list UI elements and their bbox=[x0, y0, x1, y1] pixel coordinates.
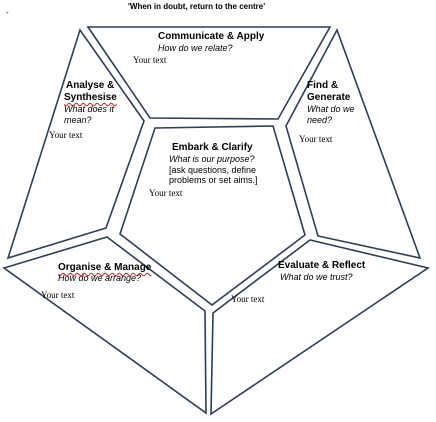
find-title-line2: Generate bbox=[307, 92, 351, 103]
analyse-segment bbox=[6, 28, 145, 260]
communicate-segment bbox=[86, 26, 332, 120]
evaluate-question: What do we trust? bbox=[280, 272, 353, 282]
embark-placeholder[interactable]: Your text bbox=[149, 188, 183, 198]
embark-detail-line2: problems or set aims.] bbox=[169, 175, 258, 185]
communicate-question: How do we relate? bbox=[158, 43, 233, 53]
find-title-line1: Find & bbox=[307, 80, 339, 91]
organise-segment bbox=[2, 236, 207, 415]
analyse-placeholder[interactable]: Your text bbox=[49, 130, 83, 140]
communicate-title: Communicate & Apply bbox=[158, 31, 265, 42]
organise-question: How do we arrange? bbox=[58, 273, 142, 283]
header-title: 'When in doubt, return to the centre' bbox=[128, 2, 266, 11]
embark-segment bbox=[119, 125, 306, 307]
evaluate-segment bbox=[210, 239, 430, 416]
header-mark: - bbox=[6, 8, 9, 17]
embark-detail-line1: [ask questions, define bbox=[169, 165, 257, 175]
analyse-question-line2: mean? bbox=[64, 115, 92, 125]
analyse-question-line1: What does it bbox=[64, 104, 115, 114]
embark-title: Embark & Clarify bbox=[172, 142, 253, 153]
organise-title-text: Organise & Manage bbox=[58, 262, 152, 273]
organise-placeholder[interactable]: Your text bbox=[41, 290, 75, 300]
find-placeholder[interactable]: Your text bbox=[299, 134, 333, 144]
organise-title: Organise & Manage bbox=[58, 262, 151, 274]
communicate-placeholder[interactable]: Your text bbox=[133, 55, 167, 65]
find-segment bbox=[285, 28, 422, 260]
evaluate-title: Evaluate & Reflect bbox=[278, 260, 366, 271]
evaluate-placeholder[interactable]: Your text bbox=[231, 294, 265, 304]
find-question-line2: need? bbox=[307, 115, 333, 125]
analyse-title-line2: Synthesise bbox=[64, 92, 117, 103]
analyse-title-line1: Analyse & bbox=[66, 80, 115, 91]
embark-question: What is our purpose? bbox=[169, 154, 255, 164]
find-question-line1: What do we bbox=[307, 104, 355, 114]
